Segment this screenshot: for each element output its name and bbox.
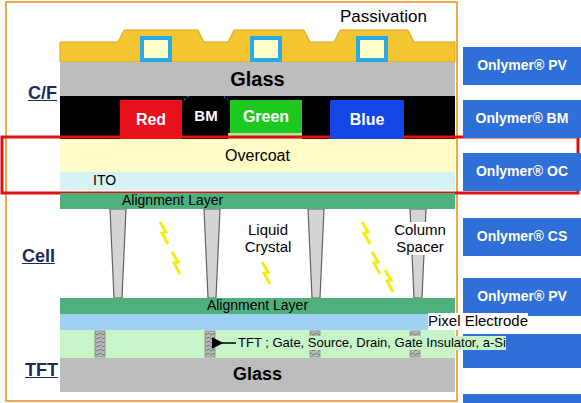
red-filter: Red <box>120 100 182 139</box>
layer-label: Onlymer® CS <box>477 229 567 244</box>
glass-layer: Glass <box>60 62 455 96</box>
product-button: Onlymer® CS <box>463 218 581 256</box>
product-button: Onlymer® OC <box>463 153 581 191</box>
ito-layer: ITO <box>60 172 455 190</box>
section-label: TFT <box>25 361 58 381</box>
layer-label: Onlymer® PV <box>477 289 567 304</box>
layer-label: Alignment Layer <box>207 298 308 313</box>
layer-label: Glass <box>233 365 282 385</box>
section-label: Cell <box>22 247 55 267</box>
black-matrix <box>60 96 455 139</box>
glass-layer: Glass <box>60 358 455 392</box>
layer-label: Pixel Electrode <box>428 313 528 330</box>
layer-label: Alignment Layer <box>122 193 223 208</box>
pixel-blocks <box>142 38 386 60</box>
layer-label: Onlymer® BM <box>476 111 569 126</box>
layer-label: Onlymer® PV <box>477 58 567 73</box>
pixel-electrode <box>60 314 455 330</box>
layer-label: Glass <box>230 68 284 90</box>
product-button: Onlymer® PV <box>463 278 581 316</box>
column-spacers <box>110 209 426 298</box>
section-label: C/F <box>28 84 57 104</box>
layer-label: TFT ; Gate, Source, Drain, Gate Insulato… <box>238 336 506 350</box>
bm-cell: BM <box>184 100 228 132</box>
tft-leader <box>222 342 236 344</box>
green-filter: Green <box>230 100 302 133</box>
product-button <box>463 394 581 403</box>
region-label: Liquid Crystal <box>232 222 304 255</box>
layer-label: Red <box>136 111 166 129</box>
layer-label: BM <box>194 108 217 125</box>
lc-molecules <box>160 222 393 292</box>
layer-label: Passivation <box>340 8 427 27</box>
overcoat-layer: Overcoat <box>60 139 455 172</box>
liquid-crystal-region <box>60 209 455 298</box>
alignment-layer: Alignment Layer <box>60 193 455 209</box>
alignment-layer: Alignment Layer <box>60 298 455 314</box>
layer-label: Green <box>243 108 289 126</box>
layer-label: ITO <box>93 173 116 188</box>
layer-label: Onlymer® OC <box>476 164 568 179</box>
product-button: Onlymer® PV <box>463 47 581 85</box>
passivation-layer <box>60 30 455 62</box>
blue-filter: Blue <box>330 100 404 139</box>
layer-label: Overcoat <box>225 147 290 165</box>
product-button: Onlymer® BM <box>463 100 581 138</box>
layer-label: Blue <box>350 111 385 129</box>
part-label: Column Spacer <box>384 222 456 255</box>
